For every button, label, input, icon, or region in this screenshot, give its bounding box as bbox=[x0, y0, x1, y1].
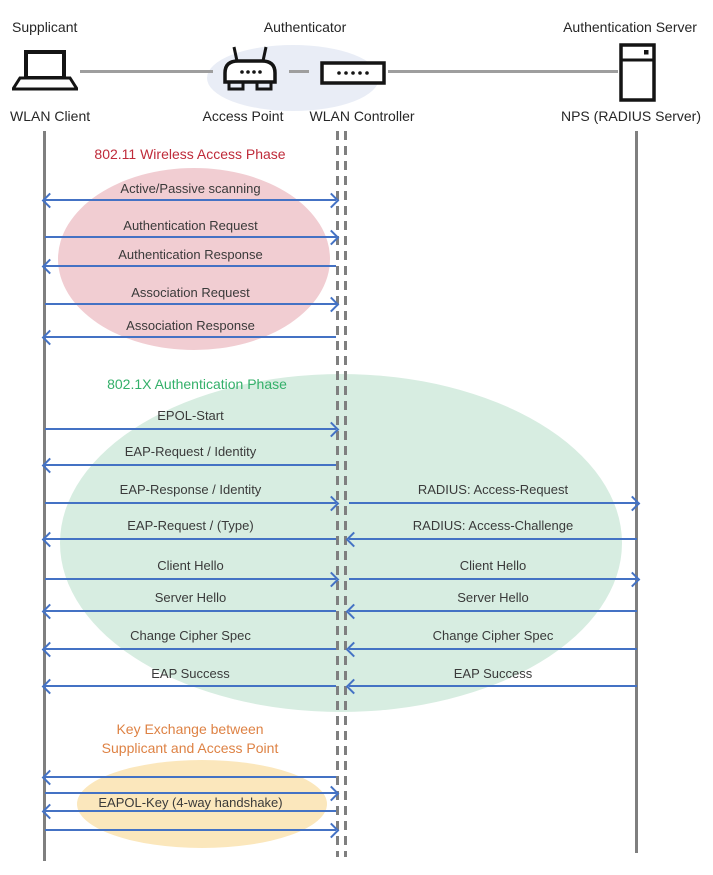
arrow-radius-access-request bbox=[349, 502, 637, 504]
label-change-cipher-spec-right: Change Cipher Spec bbox=[432, 628, 554, 643]
label-eap-request-identity: EAP-Request / Identity bbox=[124, 444, 257, 459]
arrow-eapol-key-3 bbox=[45, 810, 336, 812]
phase-title-key-exchange-line1: Key Exchange between bbox=[116, 721, 264, 737]
label-eap-success-right: EAP Success bbox=[453, 666, 533, 681]
device-wlan-controller: WLAN Controller bbox=[309, 108, 415, 124]
label-server-hello-right: Server Hello bbox=[457, 590, 529, 605]
label-eap-request-type: EAP-Request / (Type) bbox=[127, 518, 254, 533]
label-authentication-response: Authentication Response bbox=[118, 247, 263, 262]
label-association-response: Association Response bbox=[126, 318, 255, 333]
label-client-hello-left: Client Hello bbox=[157, 558, 224, 573]
arrow-eap-request-identity bbox=[45, 464, 336, 466]
label-active-passive-scanning: Active/Passive scanning bbox=[120, 181, 261, 196]
server-icon bbox=[619, 43, 657, 102]
role-authentication-server: Authentication Server bbox=[563, 19, 697, 35]
label-radius-access-challenge: RADIUS: Access-Challenge bbox=[412, 518, 574, 533]
arrow-eap-success-left bbox=[45, 685, 336, 687]
label-eap-success-left: EAP Success bbox=[151, 666, 230, 681]
label-association-request: Association Request bbox=[131, 285, 250, 300]
arrow-radius-access-challenge bbox=[349, 538, 637, 540]
role-supplicant: Supplicant bbox=[12, 19, 78, 35]
lifeline-radius-server bbox=[635, 131, 638, 853]
device-wlan-client: WLAN Client bbox=[10, 108, 91, 124]
arrow-eap-request-type bbox=[45, 538, 336, 540]
label-change-cipher-spec-left: Change Cipher Spec bbox=[130, 628, 251, 643]
arrow-eap-response-identity bbox=[45, 502, 336, 504]
arrow-eapol-key-2 bbox=[45, 792, 336, 794]
arrow-authentication-response bbox=[45, 265, 336, 267]
arrow-eapol-key-4 bbox=[45, 829, 336, 831]
connector-line bbox=[289, 70, 309, 73]
label-authentication-request: Authentication Request bbox=[123, 218, 258, 233]
phase-title-key-exchange-line2: Supplicant and Access Point bbox=[101, 740, 279, 756]
arrow-eap-success-right bbox=[349, 685, 637, 687]
arrow-eapol-key-1 bbox=[45, 776, 336, 778]
arrow-change-cipher-spec-right bbox=[349, 648, 637, 650]
arrow-server-hello-right bbox=[349, 610, 637, 612]
arrow-association-request bbox=[45, 303, 336, 305]
arrow-epol-start bbox=[45, 428, 336, 430]
laptop-icon bbox=[12, 50, 78, 92]
arrow-client-hello-right bbox=[349, 578, 637, 580]
arrow-authentication-request bbox=[45, 236, 336, 238]
label-radius-access-request: RADIUS: Access-Request bbox=[417, 482, 569, 497]
phase-key-exchange-ellipse bbox=[77, 760, 327, 848]
device-nps-radius-server: NPS (RADIUS Server) bbox=[560, 108, 702, 124]
device-access-point: Access Point bbox=[202, 108, 284, 124]
label-server-hello-left: Server Hello bbox=[154, 590, 227, 605]
arrow-active-passive-scanning bbox=[45, 199, 336, 201]
arrow-server-hello-left bbox=[45, 610, 336, 612]
lifeline-authenticator-dash-2 bbox=[344, 131, 347, 857]
phase-title-8021x: 802.1X Authentication Phase bbox=[107, 376, 287, 392]
label-eapol-key-4way-handshake: EAPOL-Key (4-way handshake) bbox=[98, 795, 283, 810]
lifeline-wlan-client bbox=[43, 131, 46, 861]
label-eap-response-identity: EAP-Response / Identity bbox=[119, 482, 262, 497]
arrow-client-hello-left bbox=[45, 578, 336, 580]
lifeline-authenticator-dash-1 bbox=[336, 131, 339, 857]
phase-title-80211: 802.11 Wireless Access Phase bbox=[94, 146, 286, 162]
controller-icon bbox=[320, 61, 386, 85]
arrow-association-response bbox=[45, 336, 336, 338]
wireless-router-icon bbox=[220, 45, 280, 93]
role-authenticator: Authenticator bbox=[263, 19, 347, 35]
phase-8021x-ellipse bbox=[60, 374, 622, 712]
arrow-change-cipher-spec-left bbox=[45, 648, 336, 650]
label-client-hello-right: Client Hello bbox=[459, 558, 527, 573]
connector-line bbox=[80, 70, 213, 73]
connector-line bbox=[388, 70, 618, 73]
label-epol-start: EPOL-Start bbox=[157, 408, 224, 423]
